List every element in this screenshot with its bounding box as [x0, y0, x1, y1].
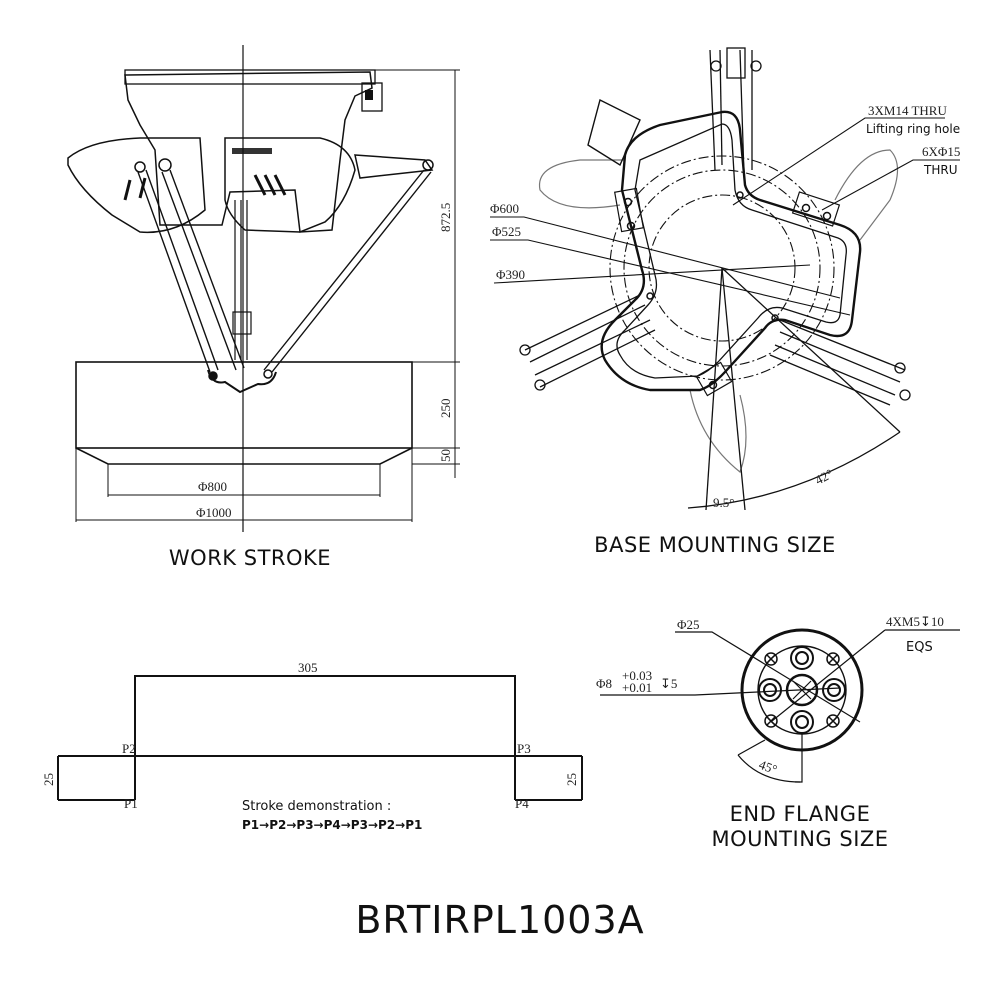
dim-angle-small: 9.5° — [713, 495, 734, 510]
dim-dia-600: Φ600 — [490, 201, 519, 216]
motor-cover-bottom — [689, 389, 747, 473]
motor-cover-left — [538, 159, 625, 209]
diameter-leaders — [490, 216, 851, 316]
elbow-joint-left-a — [134, 161, 146, 173]
dim-thread-eqs: EQS — [906, 640, 933, 655]
dim-height-total: 872.5 — [438, 203, 453, 232]
pitch-circles — [609, 155, 835, 381]
housing-vents — [123, 174, 287, 201]
dim-dia-390: Φ390 — [496, 267, 525, 282]
dim-stroke-height-left: 25 — [41, 773, 56, 786]
callout-leaders — [732, 117, 960, 211]
callout-lifting-sub: Lifting ring hole — [866, 122, 960, 136]
caption-end-flange-line2: MOUNTING SIZE — [711, 827, 889, 851]
point-p3: P3 — [517, 741, 531, 756]
diameter-dimension-lines — [75, 448, 413, 522]
callout-holes-sub: THRU — [923, 163, 957, 177]
elbow-joint-left-b — [158, 158, 172, 172]
dim-height-work: 250 — [438, 399, 453, 419]
end-flange-view: Φ25 Φ8 +0.03 +0.01 ↧5 4XM5↧10 EQS 45° — [596, 614, 960, 783]
mount-tab — [695, 361, 733, 397]
mount-hole — [822, 211, 832, 221]
point-p2: P2 — [122, 741, 136, 756]
stroke-note: Stroke demonstration : P1→P2→P3→P4→P3→P2… — [242, 797, 422, 835]
stroke-path — [134, 675, 516, 800]
caption-work-stroke: WORK STROKE — [168, 546, 332, 570]
stroke-demo-view: 305 25 25 P2 P1 P3 P4 — [41, 660, 583, 811]
dim-stroke-height-right: 25 — [564, 773, 579, 786]
mount-hole — [626, 221, 636, 231]
center-spindle — [232, 200, 252, 360]
motor-cover-right — [834, 149, 899, 241]
elbow-joint-right — [422, 159, 434, 171]
workspace-cone — [75, 447, 413, 465]
point-p1: P1 — [124, 796, 138, 811]
circle-dia-600 — [609, 155, 835, 381]
dim-angle-large: 42° — [812, 466, 835, 488]
connector-box — [361, 82, 383, 112]
dim-dia-800: Φ800 — [198, 479, 227, 494]
dim-height-bottom: 50 — [438, 449, 453, 462]
stroke-note-sequence: P1→P2→P3→P4→P3→P2→P1 — [242, 818, 423, 832]
caption-end-flange-line1: END FLANGE — [729, 802, 871, 826]
stroke-bottom-left — [57, 756, 135, 801]
dim-pin-tol-lower: +0.01 — [622, 680, 652, 695]
mount-hole — [708, 380, 718, 390]
workspace-cylinder — [75, 361, 413, 449]
mount-tab — [791, 191, 841, 227]
stroke-bottom-right — [515, 756, 583, 801]
mount-tab — [613, 187, 645, 233]
platform-joint — [263, 369, 273, 379]
robot-top-rail — [124, 69, 376, 85]
caption-end-flange: END FLANGE MOUNTING SIZE — [680, 802, 920, 852]
moving-platform — [207, 369, 277, 394]
callout-lifting-main: 3XM14 THRU — [868, 103, 947, 118]
angle-lines — [687, 267, 901, 511]
connector-port — [365, 90, 373, 100]
arm-lower-left — [519, 294, 656, 391]
arm-lower-right — [769, 319, 911, 406]
base-mounting-view: Φ600 Φ525 Φ390 3XM14 THRU Lifting ring h… — [490, 47, 960, 511]
base-frame-inner — [616, 123, 847, 379]
upper-arm-right — [354, 154, 434, 179]
thread-holes — [764, 652, 840, 728]
mount-hole — [771, 314, 779, 322]
model-number: BRTIRPL1003A — [355, 898, 645, 942]
motor-housing-left — [67, 137, 206, 234]
circle-dia-390 — [648, 194, 796, 342]
stroke-note-title: Stroke demonstration : — [242, 799, 392, 814]
dim-pin-dia: Φ8 — [596, 676, 612, 691]
dim-pin-tol-upper: +0.03 — [622, 668, 652, 683]
caption-base-mounting: BASE MOUNTING SIZE — [594, 533, 836, 557]
platform-joint — [208, 371, 218, 381]
parallel-links — [137, 169, 432, 373]
dim-stroke-width: 305 — [298, 660, 318, 675]
mount-hole — [801, 203, 811, 213]
dim-pin-depth: ↧5 — [660, 676, 677, 691]
brand-plate — [232, 148, 272, 154]
motor-housing-right — [224, 137, 356, 233]
dim-dia-1000: Φ1000 — [196, 505, 232, 520]
dim-flange-center-dia: Φ25 — [677, 617, 700, 632]
work-stroke-view: 872.5 250 50 Φ800 Φ1000 — [67, 45, 460, 532]
dim-flange-angle: 45° — [757, 757, 779, 777]
flange-leaders — [600, 629, 960, 783]
circle-dia-525 — [623, 169, 821, 367]
callout-holes-main: 6XΦ15 — [922, 144, 960, 159]
base-frame — [600, 110, 862, 392]
dim-thread: 4XM5↧10 — [886, 614, 944, 629]
connector-housing — [587, 98, 641, 167]
mount-hole — [646, 292, 654, 300]
dim-dia-525: Φ525 — [492, 224, 521, 239]
point-p4: P4 — [515, 796, 529, 811]
lifting-hole — [736, 191, 744, 199]
height-dimension-lines — [370, 69, 460, 478]
